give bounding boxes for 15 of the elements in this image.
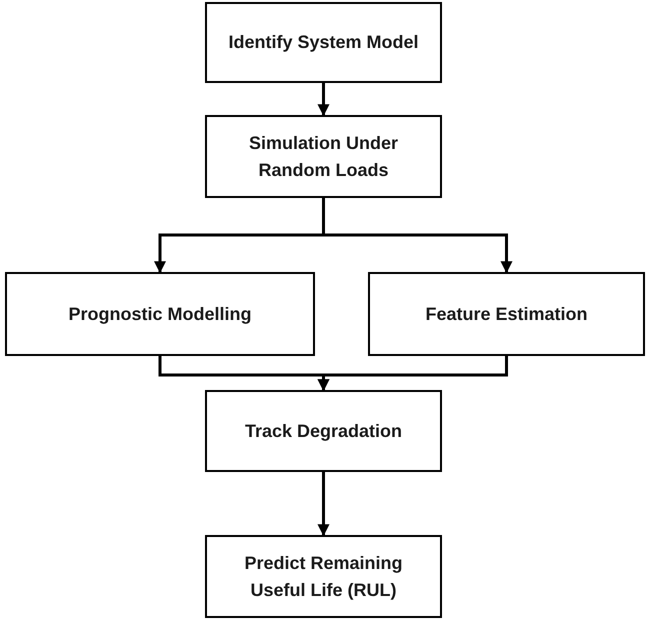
box-label: Feature Estimation — [424, 302, 589, 326]
process-box — [205, 535, 442, 618]
process-box — [205, 2, 442, 83]
arrow — [318, 83, 330, 116]
box-label: Simulation Under Random Loads — [248, 132, 399, 182]
box-label: Predict Remaining Useful Life (RUL) — [243, 552, 404, 602]
process-box — [205, 115, 442, 198]
box-label: Track Degradation — [244, 420, 404, 443]
box-label: Identify System Model — [227, 31, 420, 54]
process-box — [368, 272, 645, 356]
process-box — [5, 272, 315, 356]
arrow — [318, 472, 330, 536]
box-label: Prognostic Modelling — [68, 302, 252, 326]
arrow — [318, 356, 508, 392]
process-box — [205, 390, 442, 472]
